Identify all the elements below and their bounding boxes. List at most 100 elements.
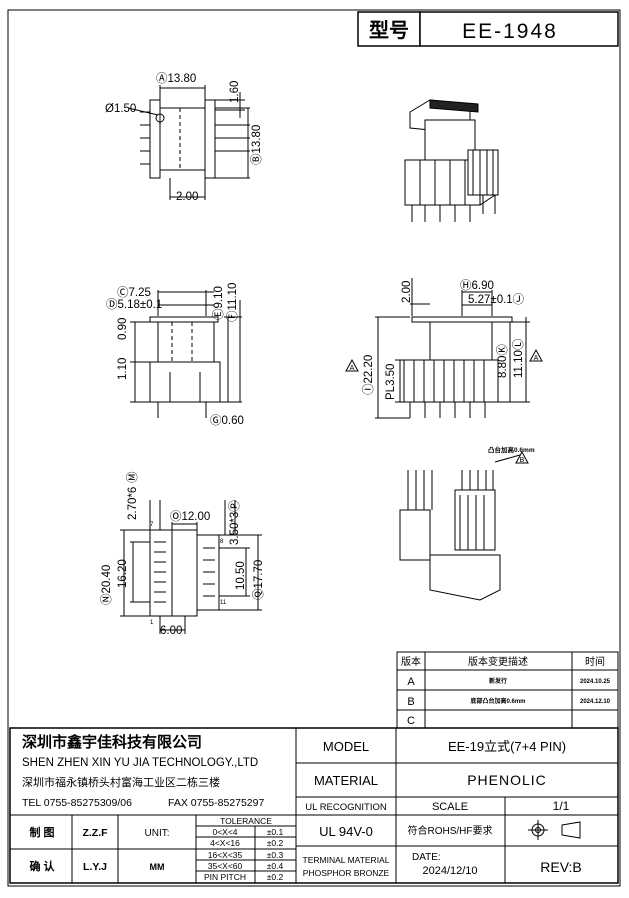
ul-label: UL RECOGNITION <box>305 802 387 813</box>
side-view-labels: Ⓐ13.80 Ø1.50 1.60 Ⓑ13.80 2.00 <box>105 72 263 203</box>
tol-value-4: ±0.2 <box>267 872 284 882</box>
dim-q: Ⓠ17.70 <box>252 560 265 600</box>
tol-value-2: ±0.3 <box>267 850 284 860</box>
sheet-border <box>7 9 621 887</box>
rev-a-date: 2024.10.25 <box>580 679 611 685</box>
dim-c: Ⓒ7.25 <box>117 286 151 299</box>
dim-hole: Ø1.50 <box>105 103 136 115</box>
dim-a: Ⓐ13.80 <box>156 72 196 85</box>
dim-f: Ⓕ11.10 <box>226 283 239 322</box>
header-part-number: 型号 EE-1948 <box>357 11 619 47</box>
rev-a-desc: 新发行 <box>489 677 507 685</box>
iso-view-top <box>404 99 499 222</box>
tol-range-4: PIN PITCH <box>204 872 246 882</box>
rev-mark-a-right: A <box>534 355 539 362</box>
unit-label: UNIT: <box>145 828 170 839</box>
dim-090: 0.90 <box>117 318 129 340</box>
part-number: EE-1948 <box>462 20 558 43</box>
projection-symbol-icon <box>528 820 581 840</box>
model-value: EE-19立式(7+4 PIN) <box>448 739 566 754</box>
type-label: 型号 <box>369 19 409 42</box>
dim-160: 1.60 <box>229 81 241 103</box>
company-en: SHEN ZHEN XIN YU JIA TECHNOLOGY.,LTD <box>22 757 258 769</box>
dim-n: Ⓝ20.40 <box>100 565 113 605</box>
rev-triangle-a-left-icon <box>345 358 359 372</box>
date-label: DATE: <box>412 852 441 863</box>
tolerance-title: TOLERANCE <box>220 816 272 826</box>
dim-110: 1.10 <box>117 358 129 380</box>
bottom-view <box>120 500 262 634</box>
company-address: 深圳市福永镇桥头村富海工业区二栋三楼 <box>22 775 220 789</box>
dim-j: 5.27±0.1Ⓙ <box>468 293 525 306</box>
dim-270: 2.70*6 <box>127 487 139 520</box>
dim-h: Ⓗ6.90 <box>460 279 494 292</box>
check-label: 确 认 <box>29 859 55 873</box>
pin-11-label: 11 <box>220 600 227 606</box>
date-value: 2024/12/10 <box>422 865 477 877</box>
scale-value: 1/1 <box>553 799 570 813</box>
draw-name: Z.Z.F <box>82 827 108 839</box>
right-view-labels: 2.00 Ⓗ6.90 5.27±0.1Ⓙ Ⓘ22.20 PL3.50 8.80Ⓚ… <box>345 279 543 400</box>
pin-7-label: 7 <box>150 522 154 528</box>
material-value: PHENOLIC <box>467 772 547 788</box>
rev-header-ver: 版本 <box>401 655 421 668</box>
dim-1620: 16.20 <box>117 559 129 588</box>
rev-b-desc: 底部凸台加高0.6mm <box>470 697 525 705</box>
tol-value-3: ±0.4 <box>267 861 284 871</box>
right-view <box>375 278 530 419</box>
scale-label: SCALE <box>432 801 468 813</box>
rev-triangle-b-icon <box>515 450 529 464</box>
dim-d: Ⓓ5.18±0.1 <box>106 298 162 311</box>
material-label: MATERIAL <box>314 773 378 788</box>
dim-b: Ⓑ13.80 <box>250 125 263 165</box>
revision-table-text: 版本 版本变更描述 时间 A 新发行 2024.10.25 B 底部凸台加高0.… <box>401 655 611 727</box>
rev-triangle-a-right-icon <box>529 348 543 362</box>
draw-label: 制 图 <box>29 825 54 839</box>
pin-8-label: 8 <box>220 539 224 545</box>
rev-c-ver: C <box>407 715 415 727</box>
tol-range-3: 35<X<60 <box>208 861 243 871</box>
note-text: 凸台加高0.6mm <box>488 445 535 454</box>
dim-m: Ⓜ <box>126 471 139 483</box>
company-fax: FAX 0755-85275297 <box>168 797 264 809</box>
title-block-grid <box>9 727 619 884</box>
dim-g: Ⓖ0.60 <box>210 414 244 427</box>
terminal-material-2: PHOSPHOR BRONZE <box>303 868 390 878</box>
model-label: MODEL <box>323 739 369 754</box>
pin-1-label: 1 <box>150 620 154 626</box>
rev-a-ver: A <box>407 676 415 688</box>
rev-mark-b: B <box>520 457 525 464</box>
dim-i: Ⓘ22.20 <box>362 355 375 395</box>
dim-pl: PL3.50 <box>385 364 397 400</box>
company-cn: 深圳市鑫宇佳科技有限公司 <box>22 733 202 751</box>
dim-k: 8.80Ⓚ <box>496 344 509 378</box>
tol-value-0: ±0.1 <box>267 827 284 837</box>
check-name: L.Y.J <box>83 861 107 873</box>
dim-p: 3.50*3Ⓟ <box>228 500 241 545</box>
rev-b-date: 2024.12.10 <box>580 699 611 705</box>
side-view <box>127 85 250 200</box>
rev-mark-a-left: A <box>350 365 355 372</box>
terminal-material-1: TERMINAL MATERIAL <box>303 855 390 865</box>
tol-range-0: 0<X<4 <box>212 827 237 837</box>
dim-200: 2.00 <box>176 191 198 203</box>
dim-600: 6.00 <box>160 625 182 637</box>
dim-o: Ⓞ12.00 <box>170 510 210 523</box>
title-block-text: 深圳市鑫宇佳科技有限公司 SHEN ZHEN XIN YU JIA TECHNO… <box>22 733 582 882</box>
unit-value: MM <box>150 862 165 872</box>
dim-e: Ⓔ9.10 <box>212 286 225 320</box>
iso-note: 凸台加高0.6mm B <box>488 445 535 464</box>
tol-range-2: 16<X<35 <box>208 850 243 860</box>
company-tel: TEL 0755-85275309/06 <box>22 797 132 809</box>
rohs-text: 符合ROHS/HF要求 <box>408 824 493 837</box>
tol-value-1: ±0.2 <box>267 838 284 848</box>
dim-r200: 2.00 <box>401 281 413 303</box>
front-view-labels: Ⓒ7.25 Ⓓ5.18±0.1 0.90 1.10 Ⓔ9.10 Ⓕ11.10 Ⓖ… <box>106 283 244 427</box>
dim-1050: 10.50 <box>235 561 247 590</box>
tol-range-1: 4<X<16 <box>210 838 240 848</box>
dim-l: 11.10Ⓛ <box>512 338 525 378</box>
bottom-view-labels: Ⓜ 2.70*6 Ⓞ12.00 3.50*3Ⓟ Ⓝ20.40 16.20 10.… <box>100 471 265 637</box>
rev-header-desc: 版本变更描述 <box>468 655 528 668</box>
